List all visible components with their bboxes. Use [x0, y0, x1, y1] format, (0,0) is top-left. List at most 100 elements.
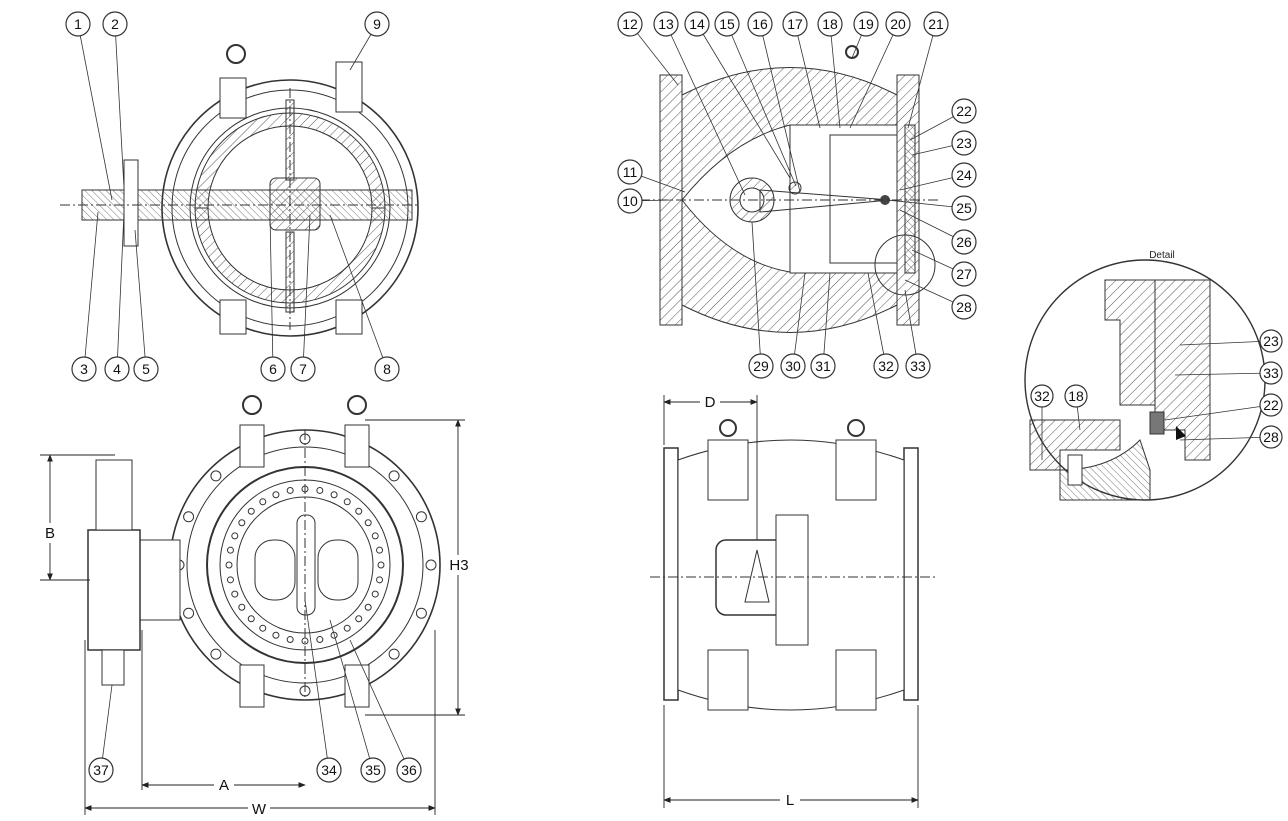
dim-label-l: L	[786, 792, 794, 809]
bolt-hole	[343, 498, 351, 506]
callout-label: 11	[623, 164, 638, 180]
callout-28: 28	[951, 294, 977, 320]
callout-label: 31	[815, 358, 831, 374]
callout-label: 18	[1068, 388, 1084, 404]
callout-14: 14	[684, 11, 710, 37]
callout-35: 35	[360, 757, 386, 783]
callout-label: 22	[1263, 397, 1279, 413]
detail-callout-markers: 32 18 23 33 22 28	[1030, 329, 1283, 460]
bolt-hole	[231, 532, 239, 540]
callout-label: 1	[74, 16, 82, 32]
callout-label: 29	[753, 358, 769, 374]
bolt-hole	[259, 624, 267, 632]
callout-12: 12	[617, 11, 643, 37]
callout-label: 7	[299, 361, 307, 377]
callout-6: 6	[260, 356, 286, 382]
bolt-hole	[286, 486, 294, 494]
bolt-hole	[316, 636, 324, 644]
callout-label: 16	[752, 16, 768, 32]
callout-label: 13	[658, 16, 674, 32]
callout-label: 26	[956, 234, 972, 250]
callout-9: 9	[364, 11, 390, 37]
callout-25: 25	[951, 195, 977, 221]
callout-leaders	[77, 23, 965, 771]
callout-18: 18	[817, 11, 843, 37]
bottom-middle-side-view	[650, 419, 935, 711]
detail-callout-18: 18	[1064, 384, 1088, 408]
callout-label: 6	[269, 361, 277, 377]
bolt-hole	[272, 491, 280, 499]
callout-label: 36	[401, 762, 417, 778]
bottom-left-end-view	[87, 395, 441, 708]
callout-27: 27	[951, 261, 977, 287]
bolt-hole	[355, 507, 363, 515]
callout-label: 21	[928, 16, 944, 32]
callout-11: 11	[617, 159, 643, 185]
bolt-hole	[316, 486, 324, 494]
bolt-hole	[364, 603, 372, 611]
dim-label-d: D	[705, 394, 716, 411]
bolt-hole	[210, 648, 222, 660]
callout-label: 30	[785, 358, 801, 374]
detail-callout-32: 32	[1030, 384, 1054, 408]
callout-22: 22	[951, 98, 977, 124]
top-left-section-view	[60, 44, 420, 337]
callout-16: 16	[747, 11, 773, 37]
dim-label-h3: H3	[449, 557, 468, 574]
bolt-hole	[343, 624, 351, 632]
detail-callout-22: 22	[1259, 393, 1283, 417]
callout-label: 23	[1263, 333, 1279, 349]
callout-label: 32	[1034, 388, 1050, 404]
callout-label: 15	[719, 16, 735, 32]
bolt-hole	[226, 576, 234, 584]
dim-label-b: B	[45, 525, 55, 542]
bolt-hole	[226, 546, 234, 554]
callout-34: 34	[316, 757, 342, 783]
callout-20: 20	[885, 11, 911, 37]
dim-label-a: A	[219, 777, 229, 794]
bolt-hole	[388, 648, 400, 660]
bolt-hole	[415, 607, 427, 619]
callout-label: 20	[890, 16, 906, 32]
callout-2: 2	[102, 11, 128, 37]
bolt-hole	[415, 511, 427, 523]
callout-17: 17	[782, 11, 808, 37]
callout-label: 3	[80, 361, 88, 377]
callout-label: 5	[142, 361, 150, 377]
callout-label: 32	[878, 358, 894, 374]
bolt-hole	[286, 636, 294, 644]
callout-label: 33	[910, 358, 926, 374]
bolt-hole	[238, 519, 246, 527]
bolt-hole	[225, 561, 233, 569]
callout-8: 8	[374, 356, 400, 382]
callout-5: 5	[133, 356, 159, 382]
callout-label: 33	[1263, 365, 1279, 381]
bolt-hole	[376, 546, 384, 554]
callout-label: 10	[622, 193, 638, 209]
dimension-labels: A W B H3 D L	[40, 392, 800, 818]
callout-36: 36	[396, 757, 422, 783]
callout-label: 27	[956, 266, 972, 282]
callout-19: 19	[853, 11, 879, 37]
bolt-hole	[272, 631, 280, 639]
callout-label: 2	[111, 16, 119, 32]
bolt-hole	[247, 507, 255, 515]
callout-37: 37	[88, 757, 114, 783]
callout-33: 33	[905, 353, 931, 379]
bolt-hole	[247, 615, 255, 623]
callout-3: 3	[71, 356, 97, 382]
callout-30: 30	[780, 353, 806, 379]
callout-label: 9	[373, 16, 381, 32]
bolt-hole	[376, 576, 384, 584]
callout-label: 24	[956, 167, 972, 183]
detail-callout-33: 33	[1259, 361, 1283, 385]
callout-15: 15	[714, 11, 740, 37]
callout-label: 18	[822, 16, 838, 32]
bolt-hole	[183, 511, 195, 523]
callout-label: 28	[1263, 429, 1279, 445]
callout-29: 29	[748, 353, 774, 379]
callout-13: 13	[653, 11, 679, 37]
callout-10: 10	[617, 188, 643, 214]
